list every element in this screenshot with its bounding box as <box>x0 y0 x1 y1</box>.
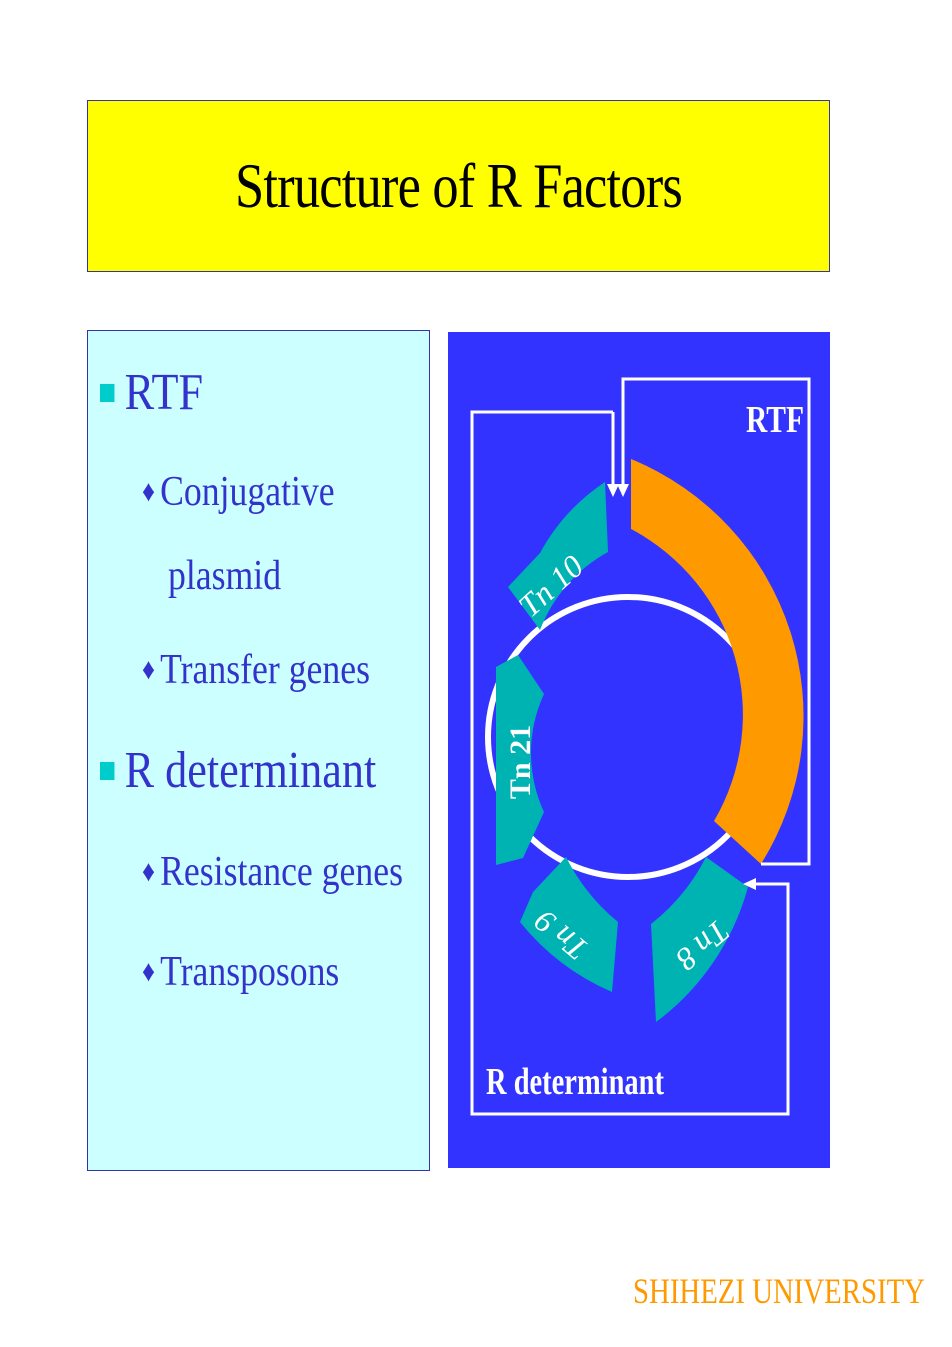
tn9-segment <box>520 857 618 992</box>
tn8-segment <box>651 857 748 1022</box>
rtf-arrow-icon <box>617 484 629 497</box>
tn21-label: Tn 21 <box>504 725 537 799</box>
tn10-segment <box>508 482 608 630</box>
sub-bullet-resistance: ♦Resistance genes <box>142 851 403 893</box>
bullet-rdeterminant: R determinant <box>100 741 376 800</box>
sub-bullet-text: Transfer genes <box>160 647 370 693</box>
sub-bullet-text: Resistance genes <box>160 849 404 895</box>
bullet-rtf: RTF <box>100 363 203 422</box>
slide-title: Structure of R Factors <box>235 150 683 221</box>
rdet-bracket <box>470 410 790 1116</box>
bullet-rdet-label: R determinant <box>124 742 377 799</box>
rtf-region <box>631 459 804 864</box>
title-banner: Structure of R Factors <box>87 100 830 272</box>
bullet-panel: RTF ♦Conjugative plasmid ♦Transfer genes… <box>87 330 430 1171</box>
rdet-arrow-top-icon <box>607 484 619 497</box>
footer-university: SHIHEZI UNIVERSITY <box>633 1271 925 1311</box>
diamond-bullet-icon: ♦ <box>142 653 156 686</box>
rtf-label: RTF <box>746 399 804 441</box>
rdet-label: R determinant <box>486 1061 664 1103</box>
bullet-rtf-label: RTF <box>124 364 204 421</box>
sub-bullet-transposons: ♦Transposons <box>142 951 339 993</box>
rtf-bracket <box>621 377 811 866</box>
sub-bullet-conjugative: ♦Conjugative <box>142 471 335 513</box>
diamond-bullet-icon: ♦ <box>142 955 156 988</box>
sub-bullet-text: plasmid <box>168 553 282 599</box>
tn21-segment <box>496 655 544 865</box>
rdet-arrow-right-icon <box>743 878 756 890</box>
sub-bullet-text: Conjugative <box>160 469 335 515</box>
r-factor-diagram: RTF R determinant Tn 10 Tn 21 Tn 9 Tn 8 <box>448 332 830 1168</box>
diamond-bullet-icon: ♦ <box>142 855 156 888</box>
square-bullet-icon <box>100 384 115 403</box>
sub-bullet-transfer: ♦Transfer genes <box>142 649 370 691</box>
square-bullet-icon <box>100 762 115 781</box>
diamond-bullet-icon: ♦ <box>142 475 156 508</box>
sub-bullet-text: Transposons <box>160 949 340 995</box>
plasmid-diagram-svg: RTF R determinant Tn 10 Tn 21 Tn 9 Tn 8 <box>470 377 811 1116</box>
sub-bullet-plasmid: plasmid <box>168 555 281 597</box>
